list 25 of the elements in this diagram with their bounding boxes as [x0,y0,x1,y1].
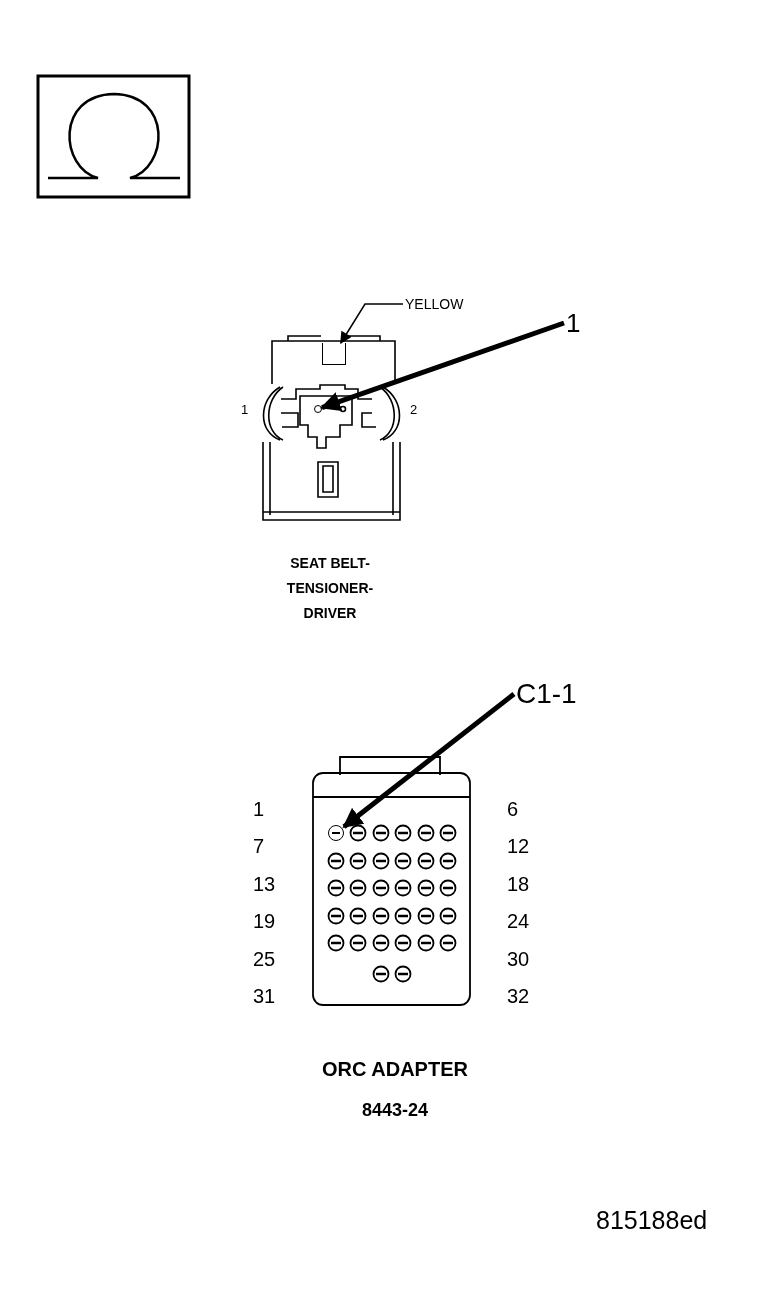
leader-line [340,303,404,344]
latch-slot [322,343,346,365]
callout-label: C1-1 [516,680,577,708]
pin-number: 32 [507,986,530,1006]
pin-number: 7 [253,836,265,856]
tool-number: 8443-24 [360,1101,430,1119]
callout-label: YELLOW [405,297,464,311]
leader-line [320,320,565,412]
pin-number: 25 [253,949,276,969]
connector-caption: SEAT BELT- TENSIONER- DRIVER [285,554,375,623]
pin-number: 6 [507,799,519,819]
leader-line [342,692,516,829]
pin-number: 12 [507,836,530,856]
pin-number: 19 [253,911,276,931]
callout-label: 1 [566,310,581,336]
pin-number: 24 [507,911,530,931]
pin-number: 1 [253,799,265,819]
pin-number: 13 [253,874,276,894]
pin-number: 30 [507,949,530,969]
pin-number: 2 [410,403,418,416]
pin-number: 18 [507,874,530,894]
figure-id: 815188ed [596,1208,708,1233]
pin-number: 31 [253,986,276,1006]
connector-caption: ORC ADAPTER [321,1059,469,1079]
pin-number: 1 [241,403,249,416]
